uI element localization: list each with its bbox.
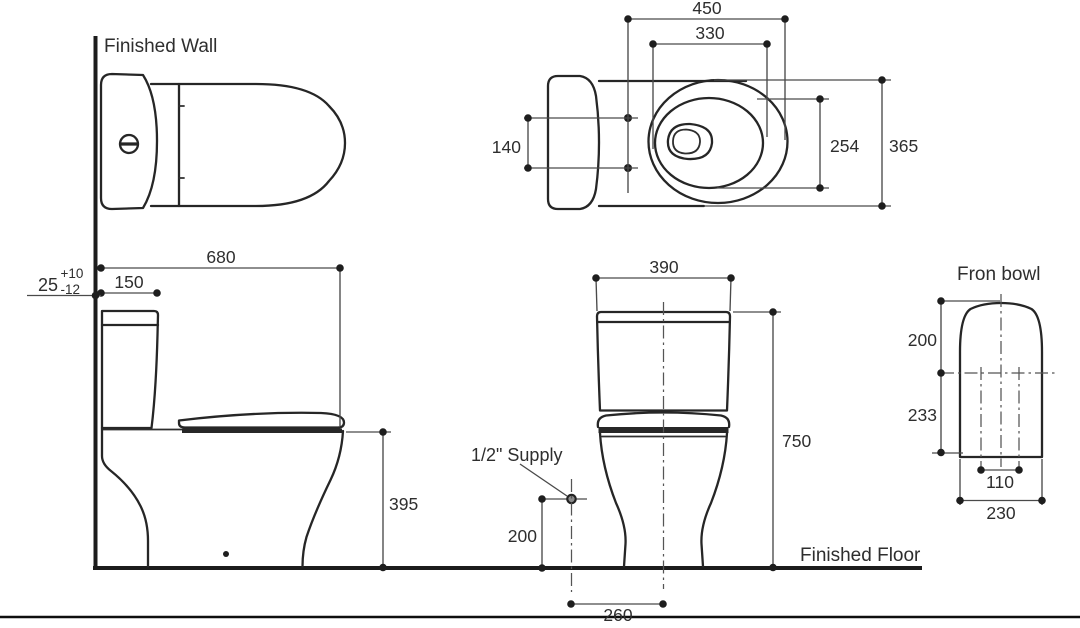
finished-wall-label: Finished Wall [104,36,217,57]
dim-dot [956,496,964,505]
dim-dot [816,95,824,103]
water-spot-outer [666,122,714,161]
dim-dot [153,289,161,297]
dim-bowl-200-label: 200 [908,330,937,350]
dim-dot [91,291,100,300]
dim-dot [524,164,532,172]
dim-450-label: 450 [692,0,721,18]
dim-dot [538,564,546,572]
side-view [100,309,346,568]
dim-200-supply-label: 200 [508,526,537,546]
bowl-back-profile [100,426,150,568]
dim-110-label: 110 [986,472,1014,492]
dim-dot [524,114,532,122]
dim-140-label: 140 [492,137,521,157]
dim-395-label: 395 [389,494,418,514]
front-bowl-outline [958,301,1044,459]
dim-bowl-233-label: 233 [908,405,937,425]
dim-dot [1015,466,1023,474]
dim-dot [379,428,387,436]
front-bowl-title: Fron bowl [957,264,1040,285]
water-spot-inner [672,128,701,155]
tolerance-minus-label: -12 [61,282,81,297]
pedestal-left-profile [598,431,627,568]
dim-dot [937,448,945,457]
ext-390-right [729,277,732,312]
dim-330-label: 330 [695,23,724,43]
cistern-plan-open-outline [546,74,601,211]
dim-dot [538,495,546,503]
dim-dot [878,76,886,84]
dim-dot [937,369,945,377]
bowl-rim-front [596,411,731,429]
dim-dot [727,274,735,282]
seat-profile [177,411,346,429]
dim-dot [659,600,667,608]
dim-390-label: 390 [649,257,678,277]
tolerance-plus-label: +10 [61,266,84,281]
ext-390-left [595,277,598,312]
dim-254-label: 254 [830,136,859,156]
dim-dot [592,274,600,282]
dim-dot [769,308,777,316]
cistern-front-outline [595,310,732,412]
top-view-closed [99,72,347,211]
side-view-dimensions: 680 150 25 +10 -12 395 [27,247,418,572]
dim-680-label: 680 [206,247,235,267]
lid-outline [149,82,347,208]
front-view-dimensions: 390 750 1/2" Supply 200 260 [471,257,811,625]
dim-260-label: 260 [603,605,632,625]
base-mark-dot [223,551,229,557]
dim-dot [649,40,657,48]
dim-dot [816,184,824,192]
dim-230-label: 230 [986,503,1015,523]
front-bowl-view: Fron bowl 200 233 110 230 [908,264,1058,523]
dim-150-label: 150 [114,272,143,292]
cistern-side-outline [100,309,160,430]
seat-shadow-band [182,428,342,433]
dim-dot [336,264,344,272]
supply-leader-line [519,463,568,497]
dim-dot [1038,496,1046,505]
front-view [595,302,732,589]
dim-dot [624,15,632,23]
dim-750-label: 750 [782,431,811,451]
cistern-plan-outline [99,72,159,211]
dim-dot [769,563,777,572]
wall-and-floor: Finished Wall Finished Floor [0,36,1080,619]
dim-365-label: 365 [889,136,918,156]
top-view-open [546,74,789,211]
dim-dot [97,264,105,272]
dim-dot [781,15,789,23]
bowl-front-profile [301,429,345,568]
dim-dot [878,202,886,210]
seat-opening-outline [653,96,765,190]
finished-floor-label: Finished Floor [800,545,921,566]
dim-dot [937,297,945,305]
pedestal-right-profile [700,431,729,568]
dim-dot [567,600,575,608]
supply-label: 1/2" Supply [471,445,562,465]
dim-dot [977,466,985,474]
top-view-dimensions: 450 330 140 254 365 [492,0,918,210]
dim-dot [379,563,387,572]
tolerance-nominal-label: 25 [38,275,58,295]
dim-dot [763,40,771,48]
